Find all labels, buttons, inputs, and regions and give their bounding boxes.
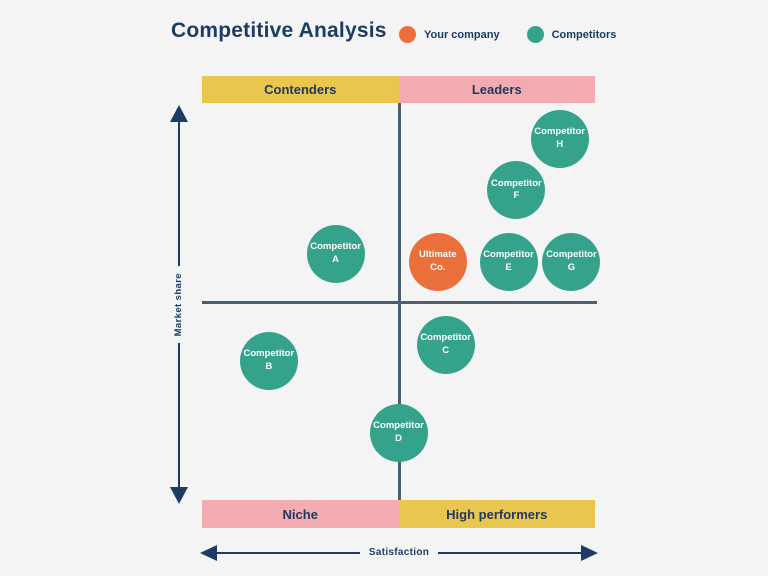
bubble-label: C: [442, 345, 450, 357]
y-axis-line-top: [177, 122, 180, 266]
bubble-label: F: [513, 190, 520, 202]
bubble-label: Competitor: [491, 177, 542, 189]
top-quadrant-bands: Contenders Leaders: [202, 76, 595, 103]
bubble-label: Competitor: [373, 419, 424, 431]
bubble-label: E: [505, 261, 512, 273]
bubble-label: D: [395, 432, 402, 444]
bubble-label: Competitor: [546, 248, 597, 260]
bubble-label: Competitor: [420, 332, 471, 344]
arrow-left-icon: [200, 544, 217, 561]
bubble-label: Co.: [430, 261, 446, 273]
band-leaders: Leaders: [398, 76, 595, 103]
x-axis-label: Satisfaction: [368, 547, 430, 558]
arrow-right-icon: [581, 544, 598, 561]
legend-item-competitors: Competitors: [526, 26, 617, 43]
x-axis-line-left: [217, 551, 360, 554]
band-niche: Niche: [202, 500, 399, 528]
bubble-label: B: [265, 361, 273, 373]
x-axis-line-right: [438, 551, 581, 554]
band-high-performers: High performers: [398, 500, 595, 528]
bubble-label: H: [556, 138, 564, 150]
band-contenders: Contenders: [202, 76, 399, 103]
bottom-quadrant-bands: Niche High performers: [202, 500, 595, 528]
legend-label-competitors: Competitors: [551, 28, 617, 41]
bubble-label: Ultimate: [419, 248, 457, 260]
y-axis-label: Market share: [173, 272, 184, 337]
bubble-label: Competitor: [310, 241, 361, 253]
your-company-dot-icon: [399, 26, 416, 43]
chart-title: Competitive Analysis: [171, 19, 387, 42]
bubble-label: A: [332, 253, 340, 265]
competitors-dot-icon: [526, 26, 544, 43]
y-axis-line-bottom: [177, 343, 180, 488]
legend: Your company Competitors: [399, 26, 616, 43]
bubble-label: G: [567, 261, 576, 273]
legend-item-your-company: Your company: [399, 26, 500, 43]
bubble-label: Competitor: [534, 125, 585, 137]
arrow-down-icon: [169, 487, 188, 505]
bubble-label: Competitor: [483, 248, 534, 260]
arrow-up-icon: [169, 105, 188, 122]
x-axis: Satisfaction: [200, 544, 598, 561]
horizontal-divider-line: [202, 301, 597, 304]
bubble-label: Competitor: [243, 348, 295, 360]
legend-label-your-company: Your company: [424, 28, 500, 41]
y-axis: Market share: [169, 105, 188, 505]
